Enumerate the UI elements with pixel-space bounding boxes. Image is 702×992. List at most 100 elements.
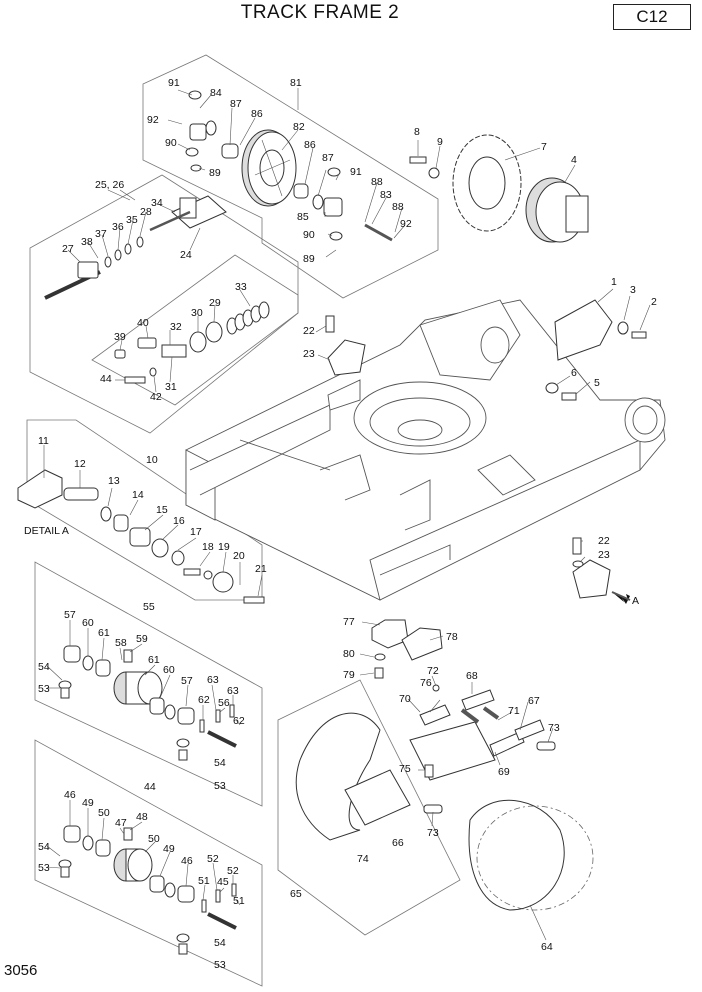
track-bolt: [424, 764, 434, 778]
callout-56: 56: [218, 697, 230, 709]
callout-90-upper: 90: [165, 137, 177, 149]
callout-74: 74: [357, 853, 369, 865]
callout-69: 69: [498, 766, 510, 778]
cover-bolt: [631, 331, 647, 339]
roller-plug: [123, 649, 133, 663]
callout-64: 64: [541, 941, 553, 953]
shaft-washer: [171, 550, 185, 566]
callout-14: 14: [132, 489, 144, 501]
idler-plug: [190, 164, 202, 172]
callout-78: 78: [446, 631, 458, 643]
callout-89-upper: 89: [209, 167, 221, 179]
sprocket-bolt: [409, 156, 427, 164]
carrier-bolt-left: [60, 866, 70, 878]
spring-piston: [189, 331, 207, 353]
carrier-collar-b: [177, 885, 195, 903]
callout-17: 17: [190, 526, 202, 538]
callout-52-right: 52: [227, 865, 239, 877]
idler-bracket-lower: [323, 197, 343, 217]
callout-11: 11: [38, 435, 49, 447]
callout-59: 59: [136, 633, 148, 645]
callout-2: 2: [651, 296, 657, 308]
callout-44-carrier: 44: [144, 781, 156, 793]
callout-46-right: 46: [181, 855, 193, 867]
callout-61-left: 61: [98, 627, 110, 639]
idler-group-box: [142, 54, 439, 299]
callout-89-lower: 89: [303, 253, 315, 265]
page-code-box: C12: [613, 4, 691, 30]
callout-44-spring: 44: [100, 373, 112, 385]
carrier-bolt-right: [178, 943, 188, 955]
callout-57-right: 57: [181, 675, 193, 687]
callout-55: 55: [143, 601, 155, 613]
callout-37: 37: [95, 228, 107, 240]
roller-nut-right: [176, 738, 190, 748]
callout-15: 15: [156, 504, 168, 516]
callout-54-roller-right: 54: [214, 757, 226, 769]
callout-40: 40: [137, 317, 149, 329]
callout-84: 84: [210, 87, 222, 99]
side-washer: [572, 560, 584, 568]
idler-wheel: [241, 129, 297, 207]
carrier-collar-a: [63, 825, 81, 843]
frame-washer: [545, 382, 559, 394]
track-roller-box: [34, 561, 263, 807]
callout-62-right: 62: [233, 715, 245, 727]
callout-90-lower: 90: [303, 229, 315, 241]
callout-63-right: 63: [227, 685, 239, 697]
valve-bolt: [124, 376, 146, 384]
callout-47: 47: [115, 817, 127, 829]
shaft-bushing: [113, 514, 129, 532]
roller-shaft: [207, 730, 237, 748]
roller-bolt-right: [178, 749, 188, 761]
roller-pin-b: [215, 709, 221, 723]
callout-6: 6: [571, 367, 577, 379]
side-bolt: [572, 537, 582, 555]
callout-49-right: 49: [163, 843, 175, 855]
callout-51-left: 51: [198, 875, 210, 887]
callout-28: 28: [140, 206, 152, 218]
page-title: TRACK FRAME 2: [240, 2, 400, 23]
idler-washer: [185, 147, 199, 157]
idler-shaft: [364, 223, 393, 242]
callout-8: 8: [414, 126, 420, 138]
callout-54-carrier-right: 54: [214, 937, 226, 949]
callout-61-right: 61: [148, 654, 160, 666]
callout-13: 13: [108, 475, 120, 487]
callout-19: 19: [218, 541, 230, 553]
callout-53-roller-right: 53: [214, 780, 226, 792]
callout-23-center: 23: [303, 348, 315, 360]
callout-31: 31: [165, 381, 177, 393]
carrier-roller: [113, 848, 153, 882]
idler-oring: [205, 120, 217, 136]
callout-50-left: 50: [98, 807, 110, 819]
callout-23-side: 23: [598, 549, 610, 561]
callout-10: 10: [146, 454, 158, 466]
callout-70: 70: [399, 693, 411, 705]
roller-pin-a: [199, 719, 205, 733]
idler-bracket-upper: [189, 123, 207, 141]
side-bracket: [572, 559, 611, 599]
carrier-bush-a: [95, 839, 111, 857]
callout-58: 58: [115, 637, 127, 649]
shaft-nut: [203, 570, 213, 580]
recoil-seal-d: [136, 236, 144, 248]
track-frame: [185, 299, 666, 601]
center-bracket: [327, 339, 366, 376]
carrier-pin-a: [201, 899, 207, 913]
roller-collar-b: [177, 707, 195, 725]
guard-bolt: [374, 667, 384, 679]
callout-49-left: 49: [82, 797, 94, 809]
callout-87-upper: 87: [230, 98, 242, 110]
idler-cap-2: [327, 167, 341, 177]
guard-washer: [374, 653, 386, 661]
callout-7: 7: [541, 141, 547, 153]
callout-81: 81: [290, 77, 302, 89]
carrier-pin-b: [215, 889, 221, 903]
callout-50-right: 50: [148, 833, 160, 845]
callout-52-left: 52: [207, 853, 219, 865]
callout-4: 4: [571, 154, 577, 166]
callout-80: 80: [343, 648, 355, 660]
detail-a-label: DETAIL A: [24, 525, 69, 537]
callout-54-carrier-left: 54: [38, 841, 50, 853]
